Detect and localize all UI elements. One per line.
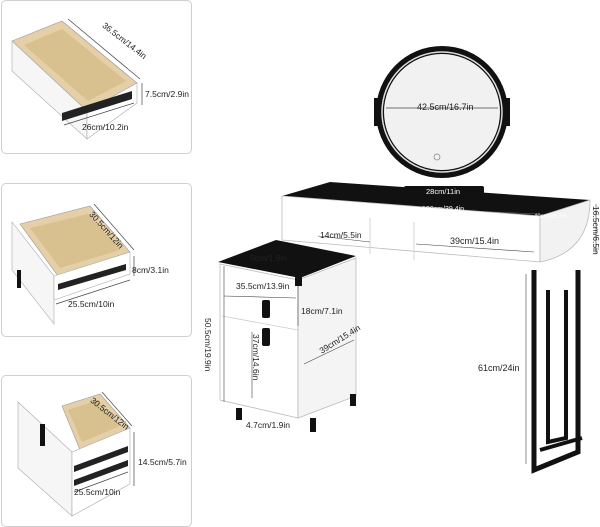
drawer-2-width: 25.5cm/10in: [68, 300, 114, 309]
table-depth-label: 40cm/15.7in: [534, 214, 567, 220]
cabinet-depth-label: 39cm/15.4in: [318, 323, 362, 355]
drawer-2-height: 8cm/3.1in: [132, 266, 169, 275]
leg-height-label: 61cm/24in: [478, 364, 520, 373]
drawer-3-height: 14.5cm/5.7in: [138, 458, 187, 467]
drawer-detail-panel-1: 36.5cm/14.4in 7.5cm/2.9in 26cm/10.2in: [1, 0, 192, 154]
mirror-base-label: 28cm/11in: [426, 188, 460, 196]
drawer-1-height: 7.5cm/2.9in: [145, 90, 189, 99]
cabinet-top-gap-label: 5cm/1.9in: [250, 254, 287, 263]
table-height-label: 16.5cm/6.5in: [592, 206, 600, 255]
cabinet-total-height-label: 50.5cm/19.9in: [204, 318, 213, 371]
cabinet-drawer-height-label: 18cm/7.1in: [301, 307, 343, 316]
drawer-illustration-2: [2, 184, 191, 336]
drawer-detail-panel-2: 30.5cm/12in 8cm/3.1in 25.5cm/10in: [1, 183, 192, 337]
drawer-3-width: 25.5cm/10in: [74, 488, 120, 497]
mirror-glass: [384, 54, 500, 170]
cabinet-width-label: 35.5cm/13.9in: [236, 282, 289, 291]
drawer-detail-panel-3: 30.5cm/12in 14.5cm/5.7in 25.5cm/10in: [1, 375, 192, 527]
cabinet-foot-height-label: 4.7cm/1.9in: [246, 421, 290, 430]
mirror-frame: [376, 46, 508, 178]
cabinet-top: [218, 240, 356, 278]
small-drawer-label: 14cm/5.5in: [320, 231, 362, 240]
table-width-label: 100cm/39.4in: [422, 206, 464, 213]
large-drawer-label: 39cm/15.4in: [450, 237, 499, 246]
cabinet-door-height-label: 37cm/14.6in: [252, 334, 261, 380]
drawer-1-width: 26cm/10.2in: [82, 123, 128, 132]
mirror-diameter-label: 42.5cm/16.7in: [417, 103, 474, 112]
